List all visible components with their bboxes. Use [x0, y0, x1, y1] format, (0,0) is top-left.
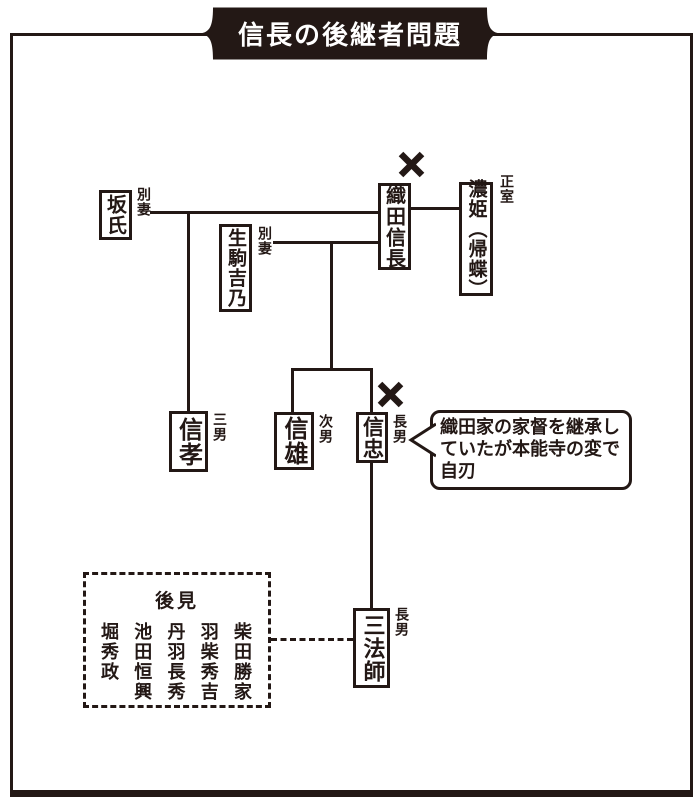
person-name-saka: 坂氏 — [103, 194, 128, 236]
person-box-nobukatsu: 信雄 — [274, 412, 314, 470]
guardian-name-hashiba: 羽柴秀吉 — [197, 622, 219, 702]
callout-text: 織田家の家督を継承していたが本能寺の変で自刃 — [440, 417, 620, 482]
person-name-nobukatsu: 信雄 — [280, 416, 308, 466]
connector-ikoma-children — [330, 241, 333, 371]
connector-saka-nobunaga — [150, 211, 378, 214]
guardians-heading: 後見 — [154, 590, 199, 612]
connector-ikoma-nobunaga — [273, 241, 378, 244]
connector-branch-nobukatsu — [291, 368, 294, 412]
person-name-nouhime: 濃姫（帰蝶） — [465, 179, 488, 299]
page-title: 信長の後継者問題 — [237, 21, 462, 51]
relation-label-chonan-sanposhi: 長男 — [393, 607, 409, 637]
guardian-name-hori: 堀秀政 — [98, 622, 119, 682]
guardians-box: 後見 柴田勝家 羽柴秀吉 丹羽長秀 池田恒興 堀秀政 — [83, 572, 271, 708]
person-box-oda-nobunaga: 織田信長 — [378, 183, 411, 270]
guardian-name-niwa: 丹羽長秀 — [164, 622, 186, 702]
person-name-nobutada: 信忠 — [360, 415, 385, 460]
person-box-saka: 坂氏 — [99, 190, 132, 240]
person-name-nobutaka: 信孝 — [174, 416, 203, 467]
guardians-name-list: 柴田勝家 羽柴秀吉 丹羽長秀 池田恒興 堀秀政 — [86, 613, 268, 702]
connector-saka-nobutaka — [187, 211, 190, 411]
callout-tail — [408, 422, 436, 458]
x-mark-icon-nobutada — [377, 381, 404, 408]
callout-bubble: 織田家の家督を継承していたが本能寺の変で自刃 — [430, 410, 632, 490]
connector-branch-nobutada — [370, 368, 373, 412]
guardian-name-ikeda: 池田恒興 — [131, 622, 153, 702]
connector-children-branch — [291, 368, 373, 371]
connector-nobutada-sanposhi — [370, 462, 373, 608]
person-box-nobutada: 信忠 — [356, 412, 388, 463]
x-mark-icon-nobunaga — [398, 151, 425, 178]
guardian-name-shibata: 柴田勝家 — [231, 622, 252, 702]
relation-label-chonan-nobutada: 長男 — [391, 414, 407, 444]
connector-guardians-sanposhi-dashed — [271, 638, 353, 641]
person-box-ikoma: 生駒吉乃 — [219, 224, 252, 312]
person-box-sanposhi: 三法師 — [353, 608, 390, 688]
person-name-sanposhi: 三法師 — [359, 613, 385, 683]
person-name-oda-nobunaga: 織田信長 — [382, 184, 407, 269]
person-box-nobutaka: 信孝 — [169, 411, 208, 472]
relation-label-jinan: 次男 — [317, 414, 333, 444]
relation-label-seishitsu: 正室 — [498, 174, 514, 204]
relation-label-bessai-saka: 別妻 — [135, 187, 151, 217]
person-name-ikoma: 生駒吉乃 — [225, 228, 247, 308]
relation-label-sannan: 三男 — [211, 412, 227, 442]
person-box-nouhime: 濃姫（帰蝶） — [459, 179, 493, 299]
relation-label-bessai-ikoma: 別妻 — [256, 226, 272, 256]
title-ribbon-shape — [197, 7, 503, 60]
connector-nobunaga-nouhime — [411, 207, 459, 210]
